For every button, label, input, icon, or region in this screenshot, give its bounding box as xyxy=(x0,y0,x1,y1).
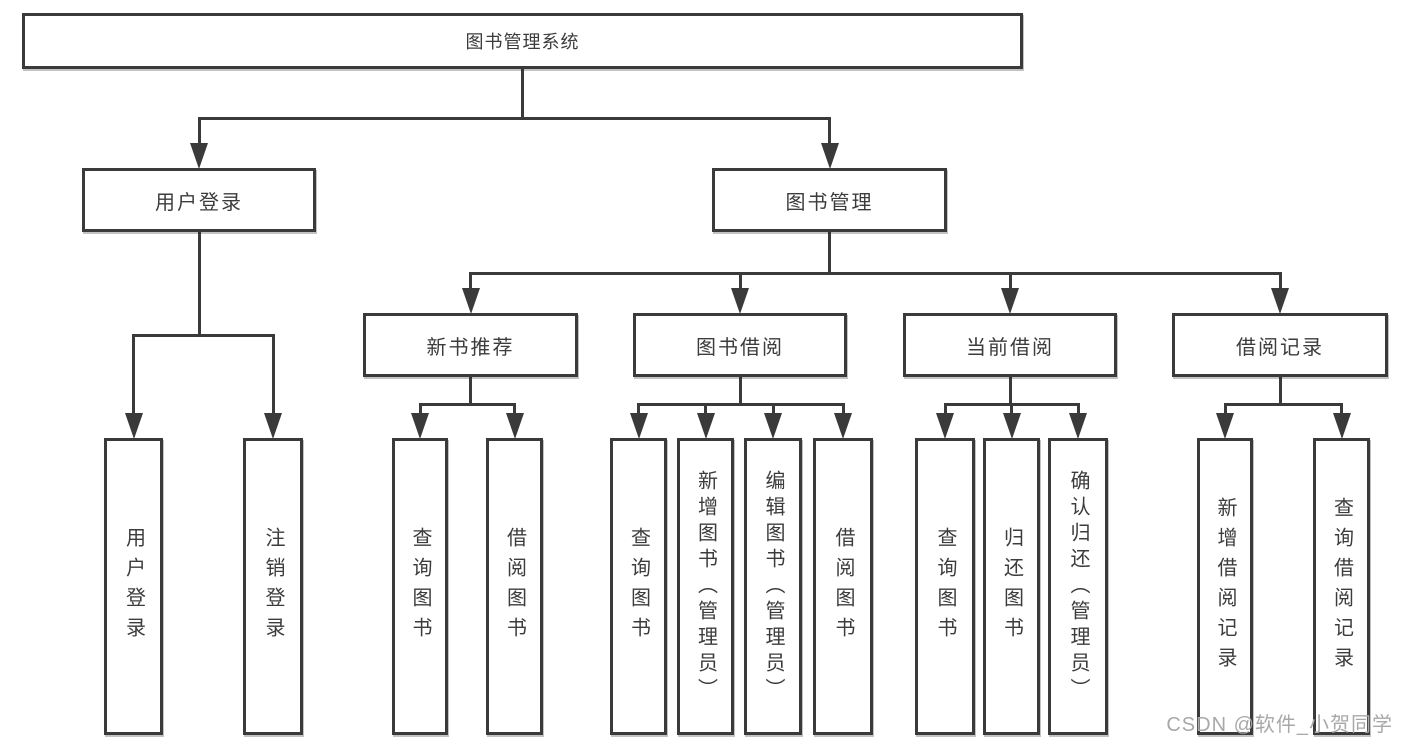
node-records-add-borrow-record: 新增借阅记录 xyxy=(1197,438,1253,735)
node-borrowing-borrow-books: 借阅图书 xyxy=(813,438,873,735)
arrow-down-icon xyxy=(629,413,648,439)
node-user-login: 用户登录 xyxy=(82,168,316,232)
connector-stem xyxy=(841,404,845,416)
connector-stub xyxy=(738,377,742,404)
connector-stem xyxy=(1008,273,1012,291)
node-label-records-add-borrow-record: 新增借阅记录 xyxy=(1214,496,1236,677)
node-borrowing-query-books: 查询图书 xyxy=(610,438,667,735)
node-recommend-borrow-books: 借阅图书 xyxy=(486,438,543,735)
arrow-down-icon xyxy=(936,413,954,439)
arrow-down-icon xyxy=(1069,413,1087,439)
connector-rail xyxy=(469,271,1282,275)
arrow-down-icon xyxy=(505,413,524,439)
arrow-down-icon xyxy=(1332,413,1351,439)
connector-stem xyxy=(771,404,775,416)
connector-stem xyxy=(943,404,947,416)
connector-stub xyxy=(469,377,472,404)
node-book-borrowing: 图书借阅 xyxy=(633,313,847,377)
connector-stem xyxy=(828,118,831,146)
node-borrowing-edit-books-admin: 编辑图书（管理员） xyxy=(744,438,802,735)
node-label-borrowing-edit-books-admin: 编辑图书（管理员） xyxy=(762,469,784,704)
node-label-borrowing-borrow-books: 借阅图书 xyxy=(832,526,854,647)
arrow-down-icon xyxy=(834,413,852,439)
node-current-confirm-return-admin: 确认归还（管理员） xyxy=(1048,438,1108,735)
node-label-book-borrowing: 图书借阅 xyxy=(696,336,784,359)
connector-stem xyxy=(132,335,135,416)
node-label-new-book-recommendation: 新书推荐 xyxy=(426,336,515,359)
connector-stub xyxy=(828,232,831,273)
connector-stem xyxy=(637,404,640,416)
node-book-management: 图书管理 xyxy=(712,168,947,232)
connector-stem xyxy=(271,335,275,416)
node-login-logout: 注销登录 xyxy=(243,438,303,735)
node-login-user-login: 用户登录 xyxy=(104,438,163,735)
connector-stub xyxy=(197,232,201,335)
connector-stem xyxy=(1278,273,1282,291)
node-label-current-borrowing: 当前借阅 xyxy=(966,336,1054,359)
arrow-down-icon xyxy=(190,143,208,169)
connector-stem xyxy=(738,273,742,291)
node-current-return-books: 归还图书 xyxy=(983,438,1040,735)
node-label-borrowing-query-books: 查询图书 xyxy=(627,526,650,647)
node-label-borrowing-add-books-admin: 新增图书（管理员） xyxy=(694,469,717,704)
connector-rail xyxy=(132,333,275,337)
node-label-current-return-books: 归还图书 xyxy=(1000,526,1023,647)
connector-stem xyxy=(197,118,201,146)
node-label-recommend-query-books: 查询图书 xyxy=(409,526,431,647)
watermark-text: CSDN @软件_小贺同学 xyxy=(1166,714,1393,736)
connector-rail xyxy=(197,116,831,120)
node-label-current-confirm-return-admin: 确认归还（管理员） xyxy=(1067,469,1089,704)
connector-stub xyxy=(521,69,524,118)
connector-stem xyxy=(704,404,707,416)
node-borrowing-records: 借阅记录 xyxy=(1172,313,1388,377)
node-current-query-books: 查询图书 xyxy=(915,438,975,735)
arrow-down-icon xyxy=(764,413,782,439)
node-label-borrowing-records: 借阅记录 xyxy=(1236,336,1324,359)
arrow-down-icon xyxy=(696,413,715,439)
connector-stem xyxy=(418,404,422,416)
connector-stem xyxy=(1223,404,1227,416)
connector-rail xyxy=(418,402,516,406)
node-borrowing-add-books-admin: 新增图书（管理员） xyxy=(677,438,734,735)
arrow-down-icon xyxy=(820,143,839,169)
node-label-login-user-login: 用户登录 xyxy=(122,526,145,647)
arrow-down-icon xyxy=(461,288,480,314)
connector-stem xyxy=(1340,404,1343,416)
node-label-current-query-books: 查询图书 xyxy=(934,526,956,647)
connector-stub xyxy=(1278,377,1282,404)
arrow-down-icon xyxy=(124,413,143,439)
node-current-borrowing: 当前借阅 xyxy=(903,313,1117,377)
connector-stem xyxy=(469,273,472,291)
node-recommend-query-books: 查询图书 xyxy=(392,438,448,735)
arrow-down-icon xyxy=(264,413,282,439)
connector-stem xyxy=(1076,404,1080,416)
node-label-recommend-borrow-books: 借阅图书 xyxy=(503,526,526,647)
arrow-down-icon xyxy=(411,413,429,439)
node-records-query-borrow-record: 查询借阅记录 xyxy=(1313,438,1370,735)
node-label-book-management: 图书管理 xyxy=(785,191,874,214)
connector-stem xyxy=(513,404,516,416)
connector-rail xyxy=(637,402,845,406)
connector-rail xyxy=(1223,402,1343,406)
node-library-management-system: 图书管理系统 xyxy=(22,13,1023,69)
node-new-book-recommendation: 新书推荐 xyxy=(363,313,578,377)
arrow-down-icon xyxy=(1216,413,1234,439)
arrow-down-icon xyxy=(1271,288,1289,314)
connector-stub xyxy=(1008,377,1012,404)
arrow-down-icon xyxy=(1001,288,1019,314)
arrow-down-icon xyxy=(731,288,749,314)
node-label-login-logout: 注销登录 xyxy=(262,526,284,647)
connector-stem xyxy=(1010,404,1013,416)
node-label-user-login: 用户登录 xyxy=(155,191,243,214)
arrow-down-icon xyxy=(1002,413,1021,439)
node-label-records-query-borrow-record: 查询借阅记录 xyxy=(1330,496,1353,677)
node-label-library-management-system: 图书管理系统 xyxy=(465,32,580,52)
